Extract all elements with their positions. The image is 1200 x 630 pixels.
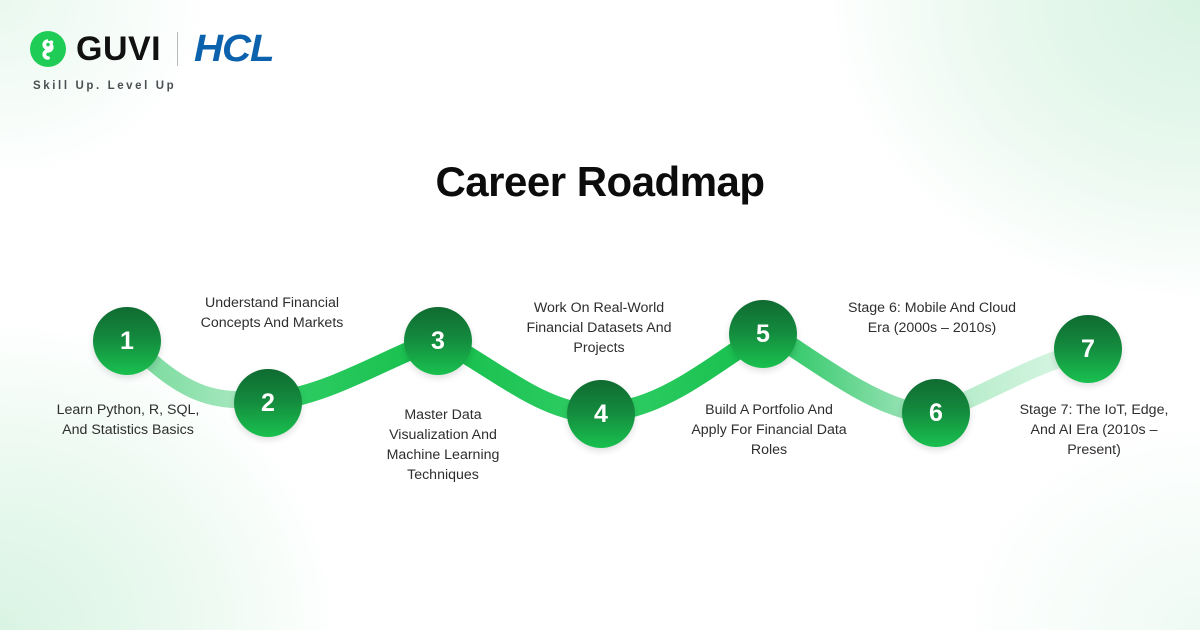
roadmap-label-1: Learn Python, R, SQL, And Statistics Bas… bbox=[56, 402, 200, 439]
roadmap-node-4[interactable]: 4 bbox=[567, 380, 635, 448]
roadmap-node-5[interactable]: 5 bbox=[729, 300, 797, 368]
roadmap-label-7: Stage 7: The IoT, Edge, And AI Era (2010… bbox=[1019, 402, 1169, 459]
brand-row: GUVI HCL bbox=[30, 26, 275, 72]
roadmap-node-6[interactable]: 6 bbox=[902, 379, 970, 447]
roadmap-node-2[interactable]: 2 bbox=[234, 369, 302, 437]
roadmap-node-1-number: 1 bbox=[120, 326, 134, 355]
roadmap-label-3: Master Data Visualization And Machine Le… bbox=[386, 407, 500, 484]
brand-divider bbox=[177, 32, 179, 66]
roadmap-node-2-number: 2 bbox=[261, 388, 275, 417]
roadmap-node-3[interactable]: 3 bbox=[404, 307, 472, 375]
roadmap-node-1[interactable]: 1 bbox=[93, 307, 161, 375]
roadmap-label-6: Stage 6: Mobile And Cloud Era (2000s – 2… bbox=[848, 300, 1016, 337]
roadmap-node-6-number: 6 bbox=[929, 398, 943, 427]
roadmap-node-7-number: 7 bbox=[1081, 334, 1095, 363]
roadmap-label-2: Understand Financial Concepts And Market… bbox=[200, 295, 344, 332]
roadmap-label-4: Work On Real-World Financial Datasets An… bbox=[526, 300, 672, 357]
roadmap-node-4-number: 4 bbox=[594, 399, 608, 428]
roadmap-label-5: Build A Portfolio And Apply For Financia… bbox=[691, 402, 847, 459]
guvi-logo-icon bbox=[30, 31, 66, 67]
roadmap-node-7[interactable]: 7 bbox=[1054, 315, 1122, 383]
brand-lockup: GUVI HCL Skill Up. Level Up bbox=[30, 26, 275, 92]
guvi-wordmark: GUVI bbox=[76, 30, 162, 68]
roadmap-node-3-number: 3 bbox=[431, 326, 445, 355]
roadmap-node-5-number: 5 bbox=[756, 319, 770, 348]
brand-tagline: Skill Up. Level Up bbox=[33, 80, 177, 92]
page-title: Career Roadmap bbox=[435, 158, 765, 205]
hcl-wordmark: HCL bbox=[194, 28, 275, 70]
